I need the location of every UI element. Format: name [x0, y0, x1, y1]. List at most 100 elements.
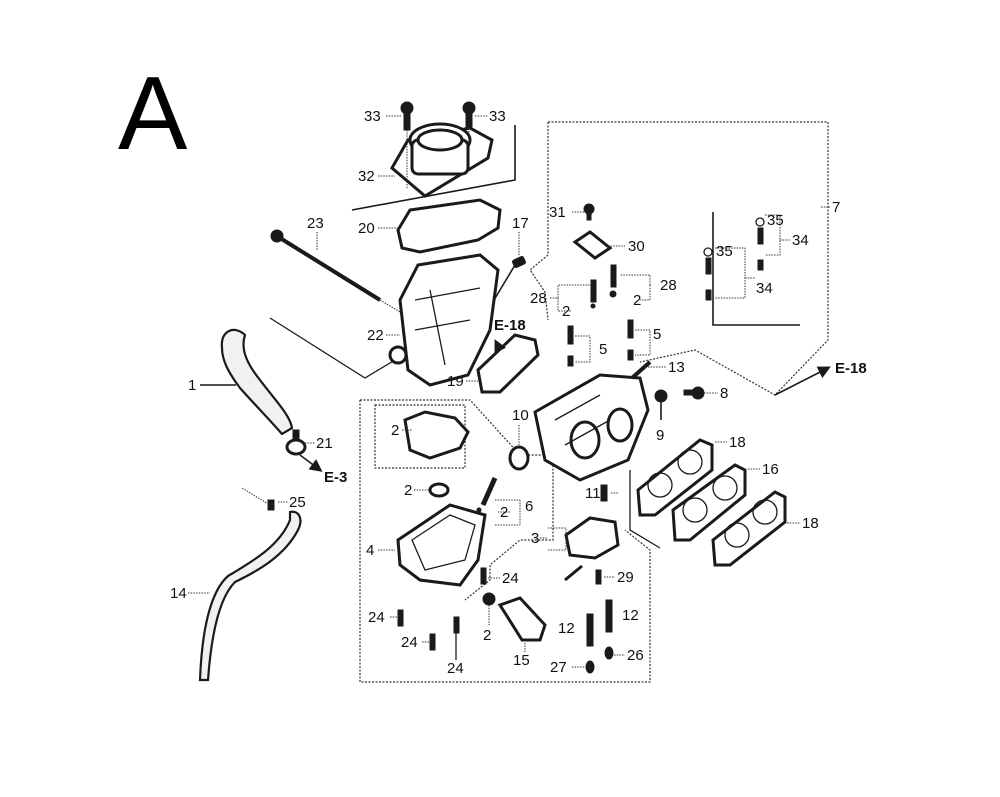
part-32-flange[interactable]: [390, 122, 494, 198]
part-5-jet-left[interactable]: [567, 325, 574, 367]
part-35-34-set-left[interactable]: [703, 247, 713, 301]
callout-10: 10: [512, 407, 529, 424]
callout-15: 15: [513, 652, 530, 669]
group-outline-7: [548, 121, 829, 396]
part-16-gasket[interactable]: [671, 463, 747, 542]
callout-21: 21: [316, 435, 333, 452]
callout-11: 11: [585, 485, 601, 502]
callout-25: 25: [289, 494, 306, 511]
part-13-pin[interactable]: [630, 360, 652, 380]
callout-24-b: 24: [368, 609, 385, 626]
group-outline-bottom-frame: [359, 400, 651, 683]
callout-12-right: 12: [622, 607, 639, 624]
part-3-throttle-assembly[interactable]: [564, 516, 620, 582]
callout-24-a: 24: [502, 570, 519, 587]
section-letter: A: [118, 56, 188, 172]
ref-e18-top[interactable]: E-18: [494, 317, 526, 334]
part-12-screw-right[interactable]: [605, 599, 613, 633]
callout-14: 14: [170, 585, 187, 602]
ref-e18-right[interactable]: E-18: [835, 360, 867, 377]
part-28-jet-left[interactable]: [590, 279, 597, 309]
callout-34-right: 34: [792, 232, 809, 249]
part-25-clip[interactable]: [241, 487, 275, 511]
part-17-plug[interactable]: [512, 255, 526, 269]
part-27-nut[interactable]: [585, 660, 595, 674]
callout-16: 16: [762, 461, 779, 478]
callout-33-left: 33: [364, 108, 381, 125]
part-8-screw[interactable]: [683, 386, 705, 400]
part-4-float-bowl[interactable]: [396, 503, 487, 587]
part-14-hose[interactable]: [198, 510, 302, 682]
ref-arrow-e18-top: [494, 339, 507, 354]
group-outline-bottom: [360, 399, 554, 601]
callout-18-top: 18: [729, 434, 746, 451]
part-33-bolt-left[interactable]: [400, 101, 414, 188]
callout-33-right: 33: [489, 108, 506, 125]
part-30-plate[interactable]: [572, 230, 613, 260]
part-29-screw[interactable]: [595, 569, 602, 585]
part-20-gasket[interactable]: [396, 198, 502, 254]
carburetor-body[interactable]: [533, 373, 650, 482]
part-26-nut[interactable]: [604, 646, 614, 660]
ref-arrow-e3: [299, 454, 323, 472]
callout-19: 19: [447, 373, 464, 390]
callout-23: 23: [307, 215, 324, 232]
part-19-gasket[interactable]: [476, 333, 540, 394]
callout-31: 31: [549, 204, 566, 221]
part-intake-body[interactable]: [388, 253, 500, 387]
callout-2-jet-right: 2: [633, 292, 641, 309]
part-18-gasket-top[interactable]: [636, 438, 714, 517]
callout-20: 20: [358, 220, 375, 237]
leader-lines: [188, 115, 830, 668]
part-12-screw-left[interactable]: [586, 613, 594, 647]
callout-4: 4: [366, 542, 374, 559]
part-21-clamp[interactable]: [285, 429, 307, 456]
callout-12-left: 12: [558, 620, 575, 637]
callout-30: 30: [628, 238, 645, 255]
part-24-screw-a[interactable]: [480, 567, 487, 585]
part-18-gasket-bottom[interactable]: [711, 490, 787, 567]
callout-8: 8: [720, 385, 728, 402]
ref-arrow-e18-right: [774, 366, 831, 396]
callout-24-d: 24: [447, 660, 464, 677]
callout-5-left: 5: [599, 341, 607, 358]
part-24-screw-c[interactable]: [429, 633, 436, 651]
callout-13: 13: [668, 359, 685, 376]
part-11-screw[interactable]: [600, 484, 608, 502]
part-1-hose[interactable]: [220, 328, 294, 436]
callout-2-valve: 2: [500, 504, 508, 521]
part-6-needle-valve[interactable]: [476, 476, 498, 513]
part-24-screw-d[interactable]: [453, 616, 460, 660]
callout-29: 29: [617, 569, 634, 586]
group-outline-jets: [712, 212, 800, 326]
group-outline-7-left: [529, 122, 549, 321]
callout-2-gasket: 2: [391, 422, 399, 439]
part-2-gasket-large[interactable]: [403, 410, 470, 460]
callout-9: 9: [656, 427, 664, 444]
part-24-screw-b[interactable]: [397, 609, 404, 627]
callout-28-left: 28: [530, 290, 547, 307]
part-35-34-set-right[interactable]: [755, 217, 765, 271]
part-33-bolt-right[interactable]: [462, 101, 476, 142]
part-28-jet-right[interactable]: [609, 264, 617, 298]
part-2-washer[interactable]: [428, 482, 450, 498]
callout-7: 7: [832, 199, 840, 216]
callout-1: 1: [188, 377, 196, 394]
callout-2-washer: 2: [404, 482, 412, 499]
callout-18-bottom: 18: [802, 515, 819, 532]
part-9-washer[interactable]: [654, 389, 668, 420]
callout-35-right: 35: [767, 212, 784, 229]
group-outline-gasket-2: [374, 404, 466, 469]
part-10-seal[interactable]: [508, 445, 530, 471]
part-31-screw[interactable]: [583, 203, 595, 221]
callout-35-left: 35: [716, 243, 733, 260]
part-5-jet-right[interactable]: [627, 319, 634, 361]
callout-32: 32: [358, 168, 375, 185]
part-23-long-bolt[interactable]: [270, 229, 411, 319]
callout-34-left: 34: [756, 280, 773, 297]
ref-e3[interactable]: E-3: [324, 469, 347, 486]
callout-28-right: 28: [660, 277, 677, 294]
callout-6: 6: [525, 498, 533, 515]
part-15-solenoid[interactable]: [482, 592, 547, 642]
